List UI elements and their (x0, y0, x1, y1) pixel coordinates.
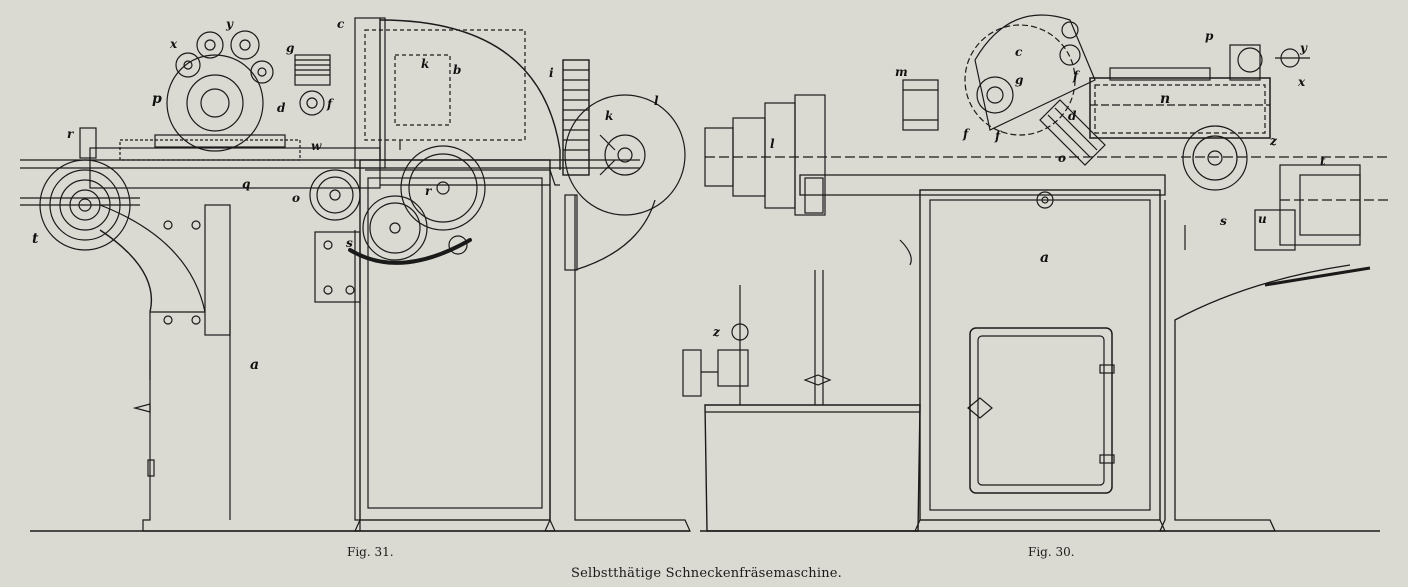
fig31-label-f: f (327, 97, 333, 111)
fig30-label-u: u (1258, 212, 1267, 226)
fig31-label-q: q (242, 177, 251, 191)
fig30-label-f3: f (995, 129, 1001, 143)
fig31-label-c: c (337, 17, 345, 31)
fig30-label-d: d (1068, 109, 1077, 123)
fig30-label-f2: f (963, 127, 969, 141)
fig30-label-c: c (1015, 45, 1023, 59)
fig31-label-d: d (277, 101, 286, 115)
fig31-label-i: i (549, 66, 554, 80)
fig30-label-o: o (1058, 151, 1067, 165)
fig31-label-p: p (152, 91, 162, 107)
fig30-label-m: m (895, 65, 908, 79)
fig31-label-a: a (250, 357, 260, 373)
fig31-label-x: x (170, 37, 178, 51)
fig30-label-y: y (1300, 41, 1307, 55)
fig31-label-k: k (421, 57, 430, 71)
fig30-label-f1: f (1073, 69, 1079, 83)
main-title: Selbstthätige Schneckenfräsemaschine. (571, 566, 842, 581)
fig30-label-z2: z (713, 325, 720, 339)
fig31-label-g: g (286, 41, 295, 55)
fig31-label-kk: k (605, 109, 614, 123)
fig30-label-a: a (1040, 250, 1050, 266)
fig31-label-s: s (346, 236, 353, 250)
fig30-label-l: l (770, 137, 775, 151)
fig31-drawing (20, 17, 691, 532)
fig30-label-z: z (1270, 134, 1277, 148)
fig31-label-t: t (32, 231, 39, 247)
fig31-label-w: w (311, 139, 322, 153)
fig30-label-s: s (1220, 214, 1227, 228)
fig30-label-n: n (1160, 91, 1171, 107)
fig31-label-r: r (67, 127, 74, 141)
fig31-label-o: o (292, 191, 301, 205)
fig31-label-b: b (453, 63, 462, 77)
fig30-label-g: g (1015, 73, 1024, 87)
fig30-label-x: x (1298, 75, 1306, 89)
fig31-label-l: l (654, 94, 659, 108)
fig30-label-p: p (1205, 29, 1214, 43)
fig31-label-y: y (226, 17, 233, 31)
fig30-label-t: t (1320, 154, 1326, 168)
fig30-caption: Fig. 30. (1028, 545, 1075, 559)
fig31-caption: Fig. 31. (347, 545, 394, 559)
fig31-label-r2: r (425, 184, 432, 198)
fig30-drawing (682, 14, 1390, 532)
